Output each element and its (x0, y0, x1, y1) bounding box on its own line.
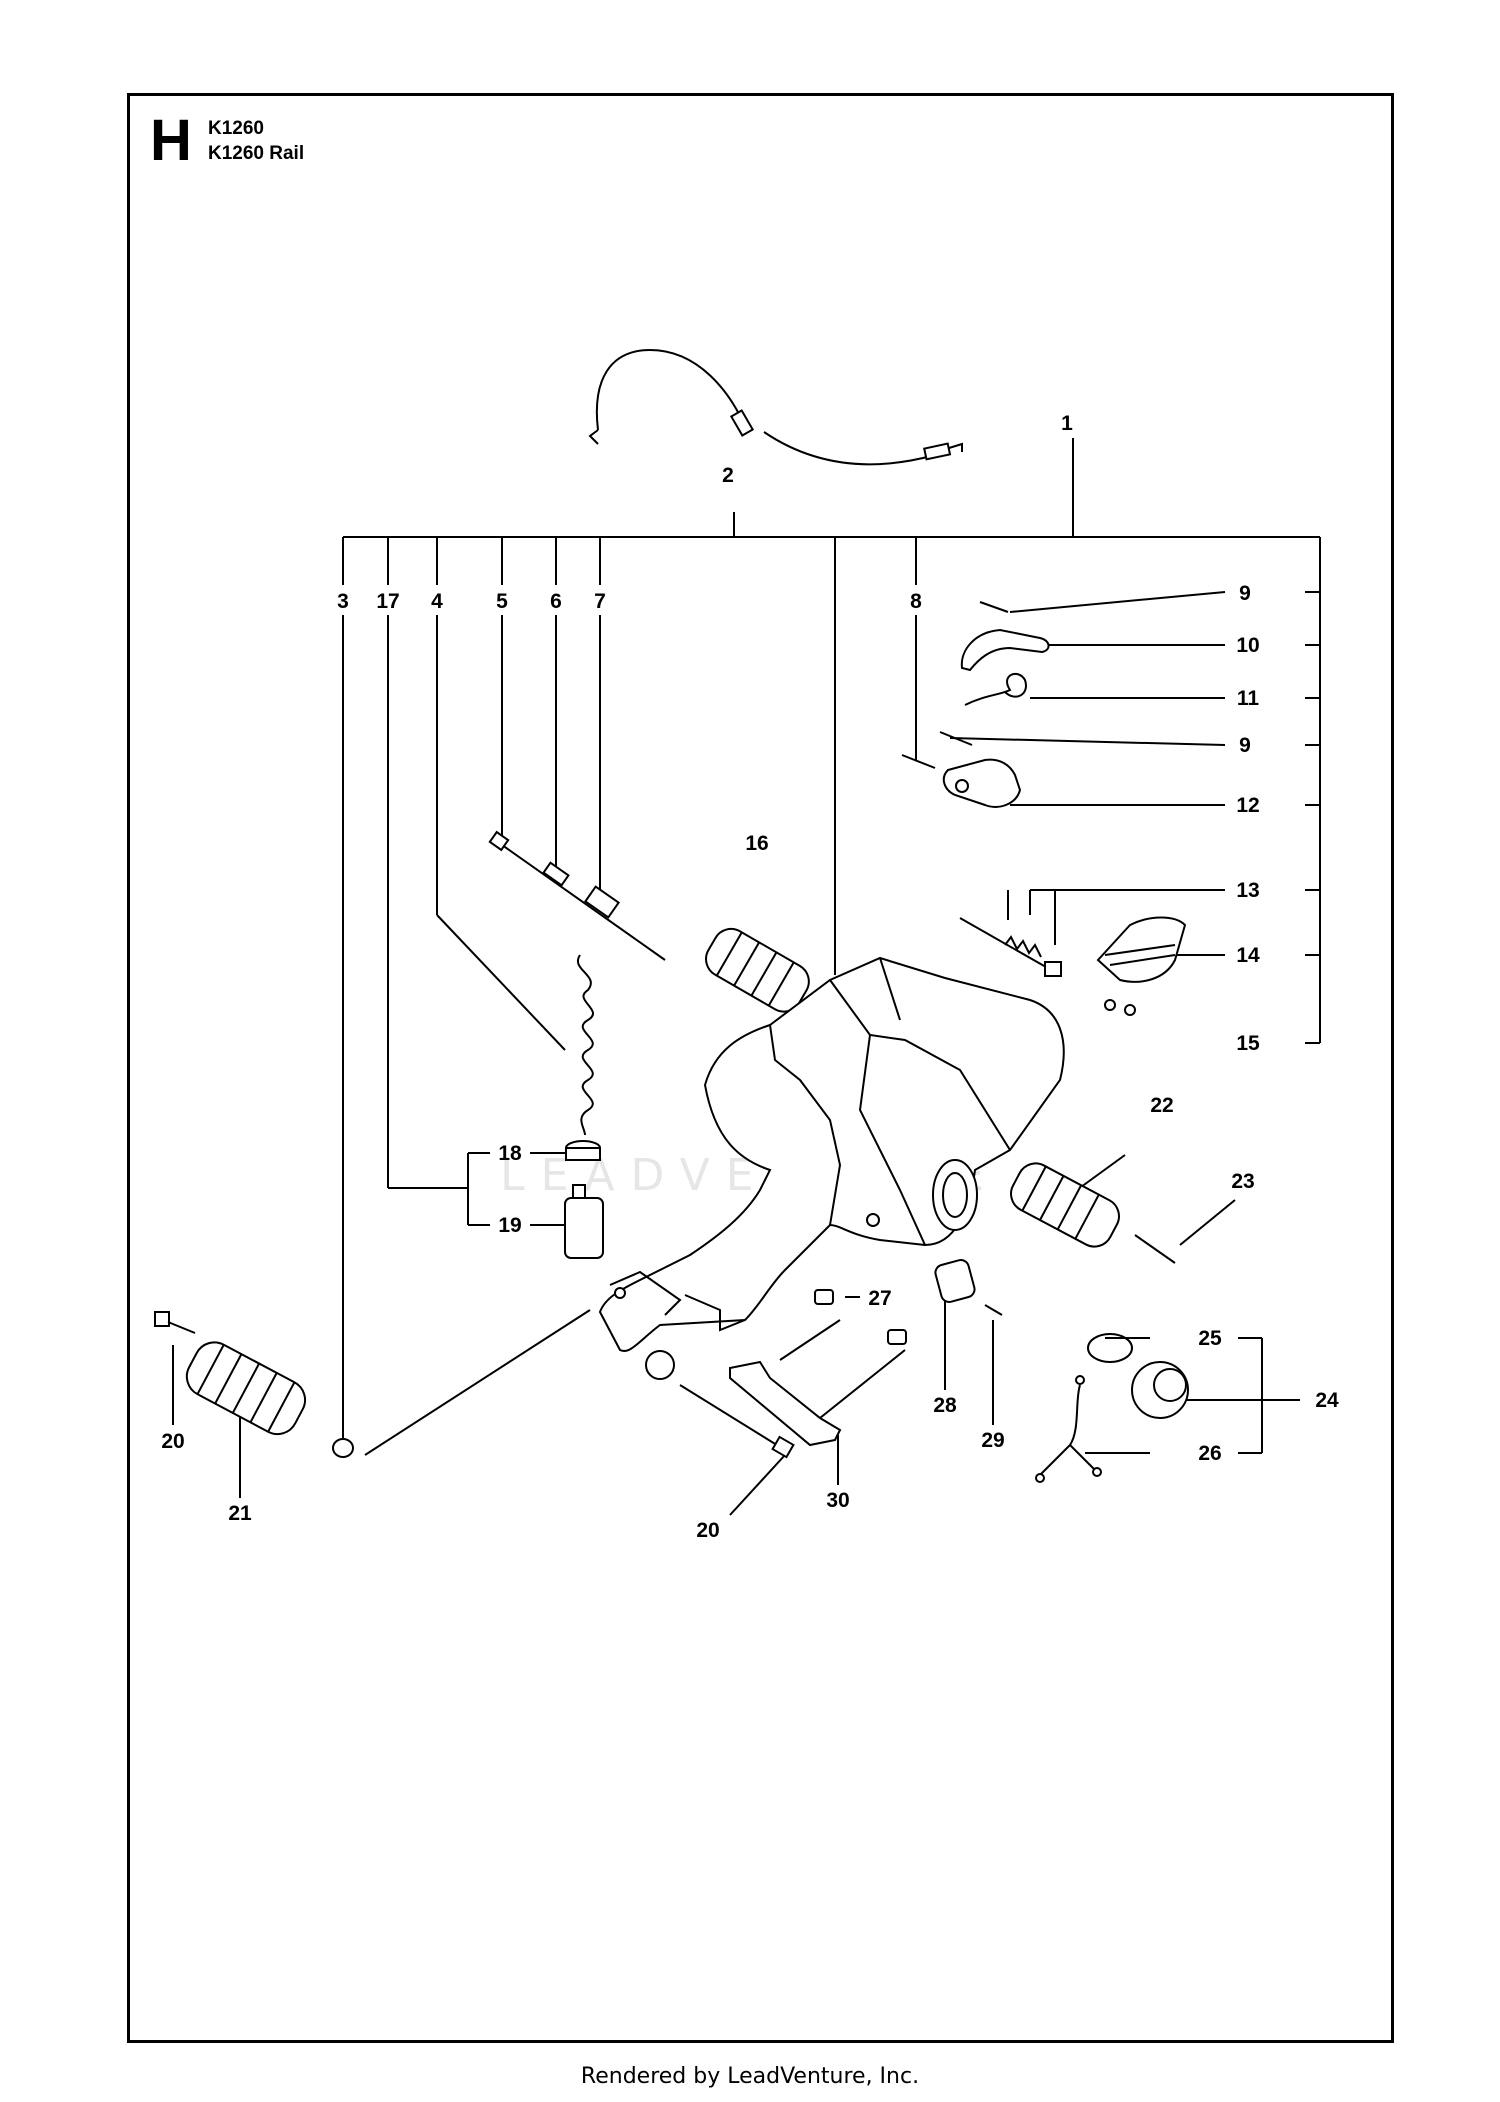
buffer-21 (185, 1341, 307, 1436)
label-24: 24 (1315, 1389, 1339, 1412)
damper-19 (564, 1197, 604, 1259)
washer-body (565, 1147, 601, 1161)
throttle-cable (588, 348, 963, 466)
label-20b: 20 (696, 1519, 719, 1542)
throttle-lever (960, 628, 1050, 672)
label-2: 2 (722, 464, 734, 487)
model-name-2: K1260 Rail (208, 143, 305, 164)
bolt-23 (1134, 1234, 1176, 1264)
control-rod (488, 830, 666, 961)
label-26: 26 (1198, 1442, 1221, 1465)
diagram-frame (127, 93, 1394, 2043)
handle-body (598, 956, 1065, 1352)
screw-29 (984, 1304, 1003, 1316)
label-27: 27 (868, 1287, 891, 1310)
bolt-assembly (959, 917, 1062, 977)
label-7: 7 (594, 590, 606, 613)
washer-3 (332, 1438, 354, 1458)
coil-spring (577, 954, 594, 1136)
label-30: 30 (826, 1489, 849, 1512)
nut-30 (887, 1329, 907, 1345)
label-5: 5 (496, 590, 508, 613)
bolt-20-left (154, 1311, 170, 1327)
label-22: 22 (1150, 1094, 1173, 1117)
label-12: 12 (1236, 794, 1259, 817)
label-19: 19 (498, 1214, 521, 1237)
buffer-22 (1010, 1162, 1120, 1248)
label-20a: 20 (161, 1430, 184, 1453)
label-14: 14 (1236, 944, 1260, 967)
label-28: 28 (933, 1394, 957, 1417)
label-17: 17 (376, 590, 399, 613)
label-6: 6 (550, 590, 562, 613)
leader-lines (172, 438, 1321, 1516)
nut-27 (814, 1289, 834, 1305)
section-letter: H (150, 108, 192, 173)
bolt-20-bottom (679, 1384, 781, 1448)
label-3: 3 (337, 590, 349, 613)
fuel-cap (1035, 1333, 1189, 1483)
label-29: 29 (981, 1429, 1004, 1452)
label-9b: 9 (1239, 734, 1251, 757)
label-11: 11 (1237, 687, 1260, 710)
pins (901, 601, 1009, 769)
label-4: 4 (431, 590, 443, 613)
model-name-1: K1260 (208, 118, 264, 139)
label-8: 8 (910, 590, 922, 613)
label-25: 25 (1198, 1327, 1222, 1350)
label-23: 23 (1231, 1170, 1254, 1193)
throttle-lock (942, 758, 1022, 808)
buffer-16 (705, 927, 810, 1013)
screw-15b (1124, 1004, 1136, 1016)
lock-hole (955, 779, 969, 793)
label-16: 16 (745, 832, 768, 855)
throttle-spring (964, 672, 1027, 706)
label-13: 13 (1236, 879, 1259, 902)
label-21: 21 (228, 1502, 252, 1525)
damper-28 (934, 1259, 976, 1303)
bracket-30 (729, 1360, 842, 1447)
label-1: 1 (1061, 412, 1073, 435)
screw-15a (1104, 999, 1116, 1011)
label-18: 18 (498, 1142, 522, 1165)
stud-19 (572, 1184, 586, 1200)
label-10: 10 (1236, 634, 1259, 657)
footer-credit: Rendered by LeadVenture, Inc. (580, 2064, 920, 2089)
label-15: 15 (1236, 1032, 1260, 1055)
label-9a: 9 (1239, 582, 1251, 605)
